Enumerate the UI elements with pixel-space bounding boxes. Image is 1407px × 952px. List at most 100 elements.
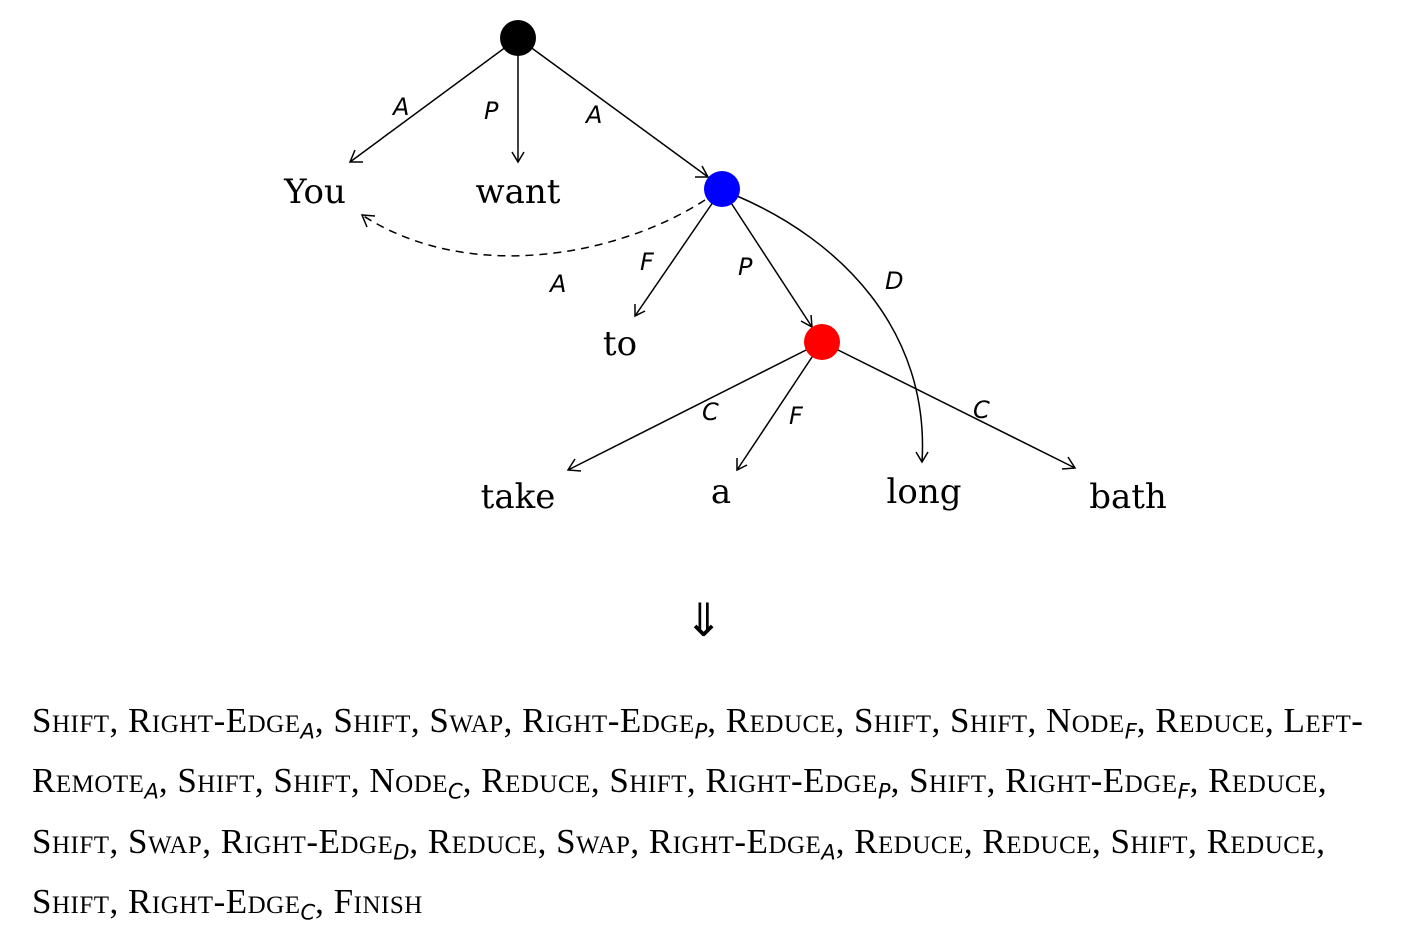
- action-name: Right-Edge: [522, 701, 695, 740]
- action-item: Left-RemoteA,: [32, 701, 1364, 804]
- edge-label-root-want: P: [484, 97, 499, 125]
- edge-label-red-bath: C: [973, 396, 990, 424]
- action-name: Node: [1046, 701, 1125, 740]
- edge-label-root-you: A: [391, 93, 409, 121]
- action-subscript: C: [448, 779, 463, 804]
- action-separator: ,: [350, 761, 370, 801]
- action-separator: ,: [1316, 821, 1326, 861]
- action-name: Swap: [556, 821, 631, 861]
- action-separator: ,: [1188, 821, 1207, 861]
- action-name: Left-Remote: [32, 701, 1364, 801]
- edge-label-root-blue: A: [584, 101, 602, 129]
- action-item: Shift,: [273, 761, 369, 800]
- action-separator: ,: [409, 821, 428, 861]
- action-item: Reduce,: [481, 761, 609, 800]
- edge-blue-red: [721, 188, 813, 329]
- action-name: Shift: [32, 701, 110, 740]
- action-separator: ,: [931, 701, 950, 740]
- action-name: Reduce: [854, 821, 964, 861]
- edge-label-red-take: C: [702, 398, 719, 426]
- action-separator: ,: [590, 761, 610, 801]
- action-separator: ,: [314, 701, 334, 740]
- action-name: Shift: [950, 701, 1028, 740]
- action-separator: ,: [986, 761, 1006, 801]
- action-separator: ,: [835, 701, 854, 740]
- action-name: Reduce: [481, 761, 591, 801]
- action-name: Right-Edge: [220, 821, 394, 861]
- action-item: Reduce,: [428, 822, 556, 861]
- action-name: Finish: [333, 881, 423, 921]
- action-item: Shift,: [854, 701, 950, 740]
- action-name: Right-Edge: [705, 761, 878, 801]
- action-name: Shift: [909, 761, 987, 801]
- token-take: take: [481, 477, 556, 517]
- token-to: to: [603, 324, 637, 364]
- action-item: NodeF,: [1046, 701, 1156, 743]
- action-separator: ,: [202, 821, 221, 861]
- transition-arrow: ⇓: [684, 593, 723, 647]
- action-separator: ,: [707, 701, 726, 740]
- action-separator: ,: [835, 821, 855, 861]
- action-name: Shift: [177, 761, 255, 801]
- action-item: Reduce,: [1208, 761, 1327, 800]
- action-name: Reduce: [1155, 701, 1265, 740]
- action-item: Swap,: [556, 822, 649, 861]
- action-separator: ,: [109, 821, 129, 861]
- action-subscript: A: [144, 779, 159, 804]
- action-name: Shift: [32, 881, 110, 921]
- action-separator: ,: [963, 821, 983, 861]
- action-separator: ,: [503, 701, 523, 740]
- action-subscript: A: [300, 719, 315, 744]
- action-name: Shift: [853, 701, 932, 740]
- action-item: Shift,: [1111, 822, 1207, 861]
- edge-blue-long: [736, 195, 929, 464]
- action-separator: ,: [630, 821, 649, 861]
- action-item: Right-EdgeP,: [522, 701, 726, 744]
- action-item: Reduce,: [726, 701, 854, 740]
- action-subscript: P: [694, 719, 708, 744]
- action-item: Shift,: [32, 701, 128, 740]
- action-name: Swap: [429, 701, 504, 740]
- action-name: Shift: [333, 701, 411, 740]
- action-item: Right-EdgeD,: [220, 821, 428, 864]
- action-separator: ,: [462, 761, 482, 801]
- blue-node: [704, 171, 740, 207]
- action-separator: ,: [1027, 701, 1047, 740]
- action-name: Right-Edge: [128, 701, 301, 740]
- edge-root-you: [348, 37, 519, 163]
- action-name: Right-Edge: [648, 821, 822, 861]
- edge-red-bath: [821, 341, 1077, 470]
- action-item: Right-EdgeC,: [128, 881, 334, 925]
- action-subscript: C: [300, 900, 316, 925]
- action-subscript: P: [877, 779, 891, 804]
- action-separator: ,: [537, 821, 557, 861]
- edge-label-blue-to: F: [640, 248, 655, 276]
- action-name: Reduce: [1208, 761, 1318, 801]
- action-item: Shift,: [609, 761, 705, 800]
- token-want: want: [476, 172, 561, 212]
- action-sequence: Shift, Right-EdgeA, Shift, Swap, Right-E…: [32, 696, 1402, 937]
- action-separator: ,: [1136, 701, 1156, 740]
- action-separator: ,: [109, 701, 129, 740]
- action-item: Shift,: [333, 701, 429, 740]
- action-item: Reduce,: [1207, 822, 1326, 861]
- edge-label-blue-long: D: [885, 267, 903, 295]
- action-separator: ,: [410, 701, 430, 740]
- action-item: Swap,: [429, 701, 522, 740]
- action-separator: ,: [315, 881, 334, 921]
- root-node: [500, 20, 536, 56]
- action-name: Swap: [128, 821, 203, 861]
- red-node: [804, 324, 840, 360]
- action-item: Finish: [334, 882, 423, 921]
- action-subscript: A: [821, 839, 836, 864]
- action-name: Shift: [1110, 821, 1189, 861]
- action-separator: ,: [1264, 701, 1284, 740]
- edge-root-blue: [517, 37, 710, 178]
- action-name: Reduce: [725, 701, 836, 740]
- edge-blue-you-remote: [360, 199, 706, 257]
- edge-root-want: [511, 38, 525, 164]
- action-subscript: D: [393, 839, 410, 864]
- ucca-graph: A P A A F P D C F C You want to take a l…: [283, 20, 1167, 517]
- edge-blue-to: [634, 188, 723, 318]
- action-name: Reduce: [427, 821, 538, 861]
